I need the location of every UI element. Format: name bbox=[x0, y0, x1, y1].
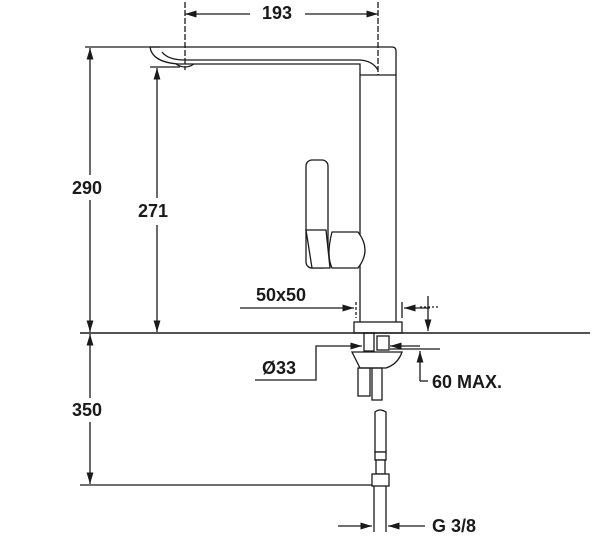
spout-outline bbox=[150, 46, 397, 322]
dimension-spout-height: 271 bbox=[138, 201, 169, 221]
spout-underside bbox=[149, 46, 361, 322]
hose bbox=[374, 409, 387, 453]
dimension-max-counter-thickness: 60 MAX. bbox=[432, 372, 503, 392]
mounting-nut bbox=[376, 335, 390, 351]
dimension-spout-reach: 193 bbox=[262, 3, 293, 23]
handle-cartridge bbox=[328, 231, 366, 269]
base-plate bbox=[353, 321, 403, 334]
dimension-base-size: 50x50 bbox=[256, 285, 307, 305]
dimension-hose-length: 350 bbox=[72, 400, 103, 420]
dimension-hole-diameter: Ø33 bbox=[262, 358, 297, 378]
dimension-connection-thread: G 3/8 bbox=[432, 516, 477, 536]
hose-connector-nut bbox=[371, 473, 390, 487]
mounting-bracket bbox=[350, 351, 403, 369]
dimension-total-height: 290 bbox=[72, 178, 103, 198]
